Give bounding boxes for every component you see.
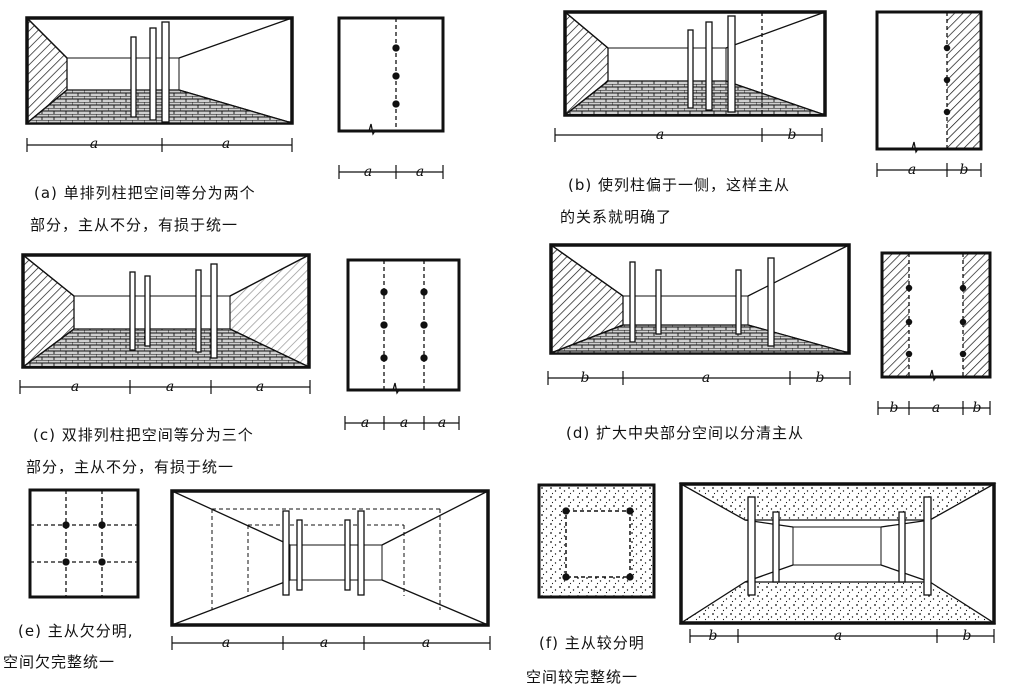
caption-c-line1: (c) 双排列柱把空间等分为三个 — [33, 426, 254, 444]
caption-e-line2: 空间欠完整统一 — [3, 653, 116, 671]
dim-a1-label: a — [90, 136, 98, 152]
dim-bp1-label: a — [908, 162, 916, 178]
panel-b-plan — [875, 10, 983, 154]
dim-c3-label: a — [256, 379, 264, 395]
panel-a-plan — [337, 16, 445, 136]
dim-cp2-label: a — [400, 415, 408, 431]
dim-e1-label: a — [222, 635, 230, 651]
dim-ap1-label: a — [364, 164, 372, 180]
dim-bp2-label: b — [960, 162, 969, 178]
panel-f-plan — [537, 483, 656, 599]
panel-f-perspective — [678, 482, 997, 625]
panel-c-perspective — [21, 253, 311, 369]
dim-f2-label: a — [834, 628, 842, 644]
dim-dp3-label: b — [973, 400, 982, 416]
panel-a-perspective — [25, 16, 294, 125]
caption-a-line1: (a) 单排列柱把空间等分为两个 — [34, 184, 256, 202]
dim-d2-label: a — [702, 370, 710, 386]
panel-e-perspective — [170, 489, 490, 627]
caption-f-line1: (f) 主从较分明 — [539, 634, 645, 652]
panel-c-plan — [346, 258, 461, 395]
panel-d-plan — [880, 251, 992, 382]
dim-a2-label: a — [222, 136, 230, 152]
panel-b-perspective — [563, 10, 827, 117]
dimension-labels: a a a a a b a b a a a a a a b a b b a b … — [71, 127, 982, 651]
dim-f3-label: b — [963, 628, 972, 644]
dim-b2-label: b — [788, 127, 797, 143]
dim-c1-label: a — [71, 379, 79, 395]
caption-d-line1: (d) 扩大中央部分空间以分清主从 — [566, 424, 804, 442]
dim-ap2-label: a — [416, 164, 424, 180]
dim-b1-label: a — [656, 127, 664, 143]
dim-dp1-label: b — [890, 400, 899, 416]
dim-dp2-label: a — [932, 400, 940, 416]
panel-e-plan — [28, 488, 140, 599]
dim-d3-label: b — [816, 370, 825, 386]
caption-b-line1: (b) 使列柱偏于一侧，这样主从 — [568, 176, 790, 194]
dim-e2-label: a — [320, 635, 328, 651]
caption-e-line1: (e) 主从欠分明, — [18, 622, 134, 640]
caption-c-line2: 部分，主从不分，有损于统一 — [26, 458, 235, 476]
dim-cp3-label: a — [438, 415, 446, 431]
caption-b-line2: 的关系就明确了 — [560, 208, 673, 226]
panel-d-perspective — [549, 243, 851, 355]
caption-a-line2: 部分，主从不分，有损于统一 — [30, 216, 239, 234]
dimension-lines — [19, 128, 995, 650]
dim-c2-label: a — [166, 379, 174, 395]
caption-f-line2: 空间较完整统一 — [526, 668, 639, 686]
dim-e3-label: a — [422, 635, 430, 651]
dim-cp1-label: a — [361, 415, 369, 431]
dim-d1-label: b — [581, 370, 590, 386]
dim-f1-label: b — [709, 628, 718, 644]
